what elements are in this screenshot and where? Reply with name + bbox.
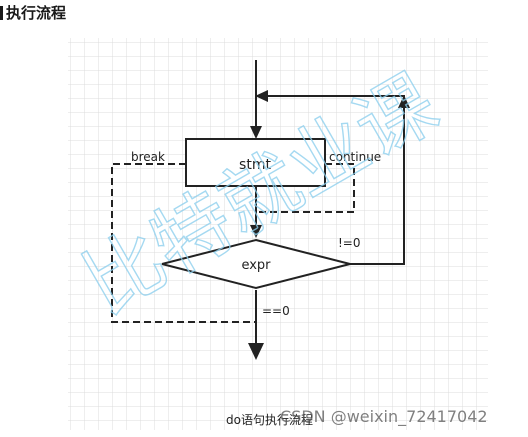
loop-up-arrow	[398, 95, 410, 108]
expr-diamond	[161, 238, 351, 290]
break-label: break	[131, 150, 165, 164]
continue-label: continue	[329, 150, 381, 164]
csdn-watermark: CSDN @weixin_72417042	[280, 407, 488, 427]
loop-return-arrow	[255, 90, 268, 102]
continue-dashed-path	[256, 163, 355, 213]
entry-arrow	[250, 126, 262, 139]
break-dashed-path	[111, 163, 256, 323]
heading-bullet	[0, 6, 3, 20]
expr-label: expr	[241, 258, 271, 273]
expr-arrow	[250, 225, 262, 238]
stmt-label: stmt	[239, 157, 271, 173]
exit-arrow	[248, 343, 264, 360]
diagram-caption: do语句执行流程	[226, 412, 313, 427]
section-heading: 执行流程	[0, 2, 66, 23]
heading-title: 执行流程	[6, 4, 67, 22]
false-condition-label: ==0	[262, 304, 290, 318]
true-condition-label: !=0	[338, 236, 361, 250]
loop-back-line	[266, 95, 405, 265]
stmt-box	[185, 138, 326, 187]
grid-background	[68, 38, 488, 430]
